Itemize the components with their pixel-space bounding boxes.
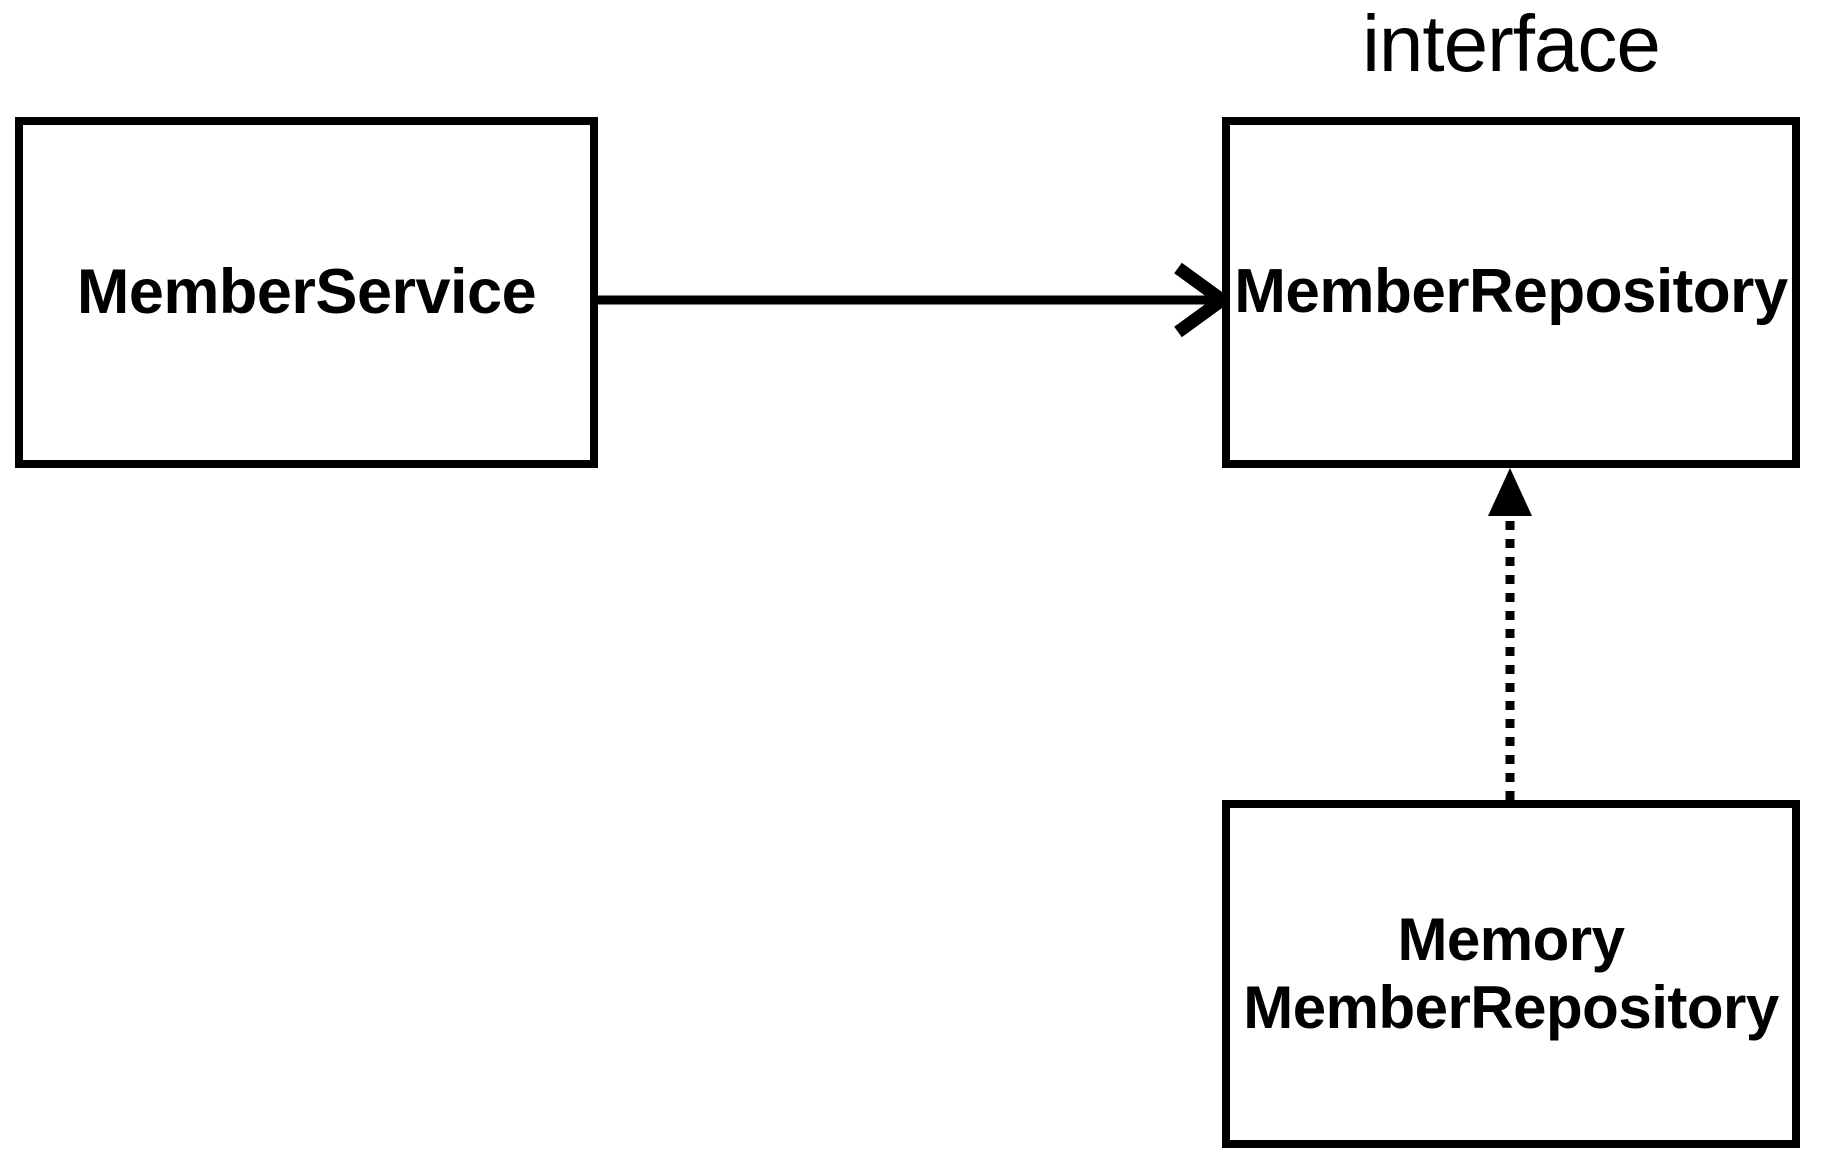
edge-implements [1488,468,1532,800]
class-box-member-service[interactable]: MemberService [15,117,598,468]
edge-uses [598,262,1234,338]
class-label-member-service: MemberService [76,256,537,327]
interface-stereotype-label: interface [1362,0,1661,88]
class-box-member-repository[interactable]: MemberRepository [1222,117,1800,468]
class-label-member-repository: MemberRepository [1234,257,1788,327]
class-label-memory-member-repository: Memory MemberRepository [1243,905,1779,1041]
class-box-memory-member-repository[interactable]: Memory MemberRepository [1222,800,1800,1148]
